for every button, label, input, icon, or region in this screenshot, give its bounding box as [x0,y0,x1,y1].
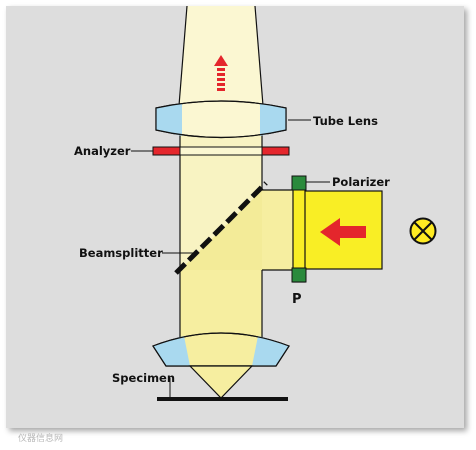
watermark-text: 仪器信息网 [18,432,63,444]
dashed-up-arrow-icon [214,55,228,91]
beamsplitter-label: Beamsplitter [79,246,163,260]
tube-lens-label: Tube Lens [313,114,378,128]
analyzer-label: Analyzer [74,144,131,158]
polarizer-top-cap [291,175,307,191]
left-arrow-icon [320,218,366,246]
polarizer-p-label: P [292,292,302,307]
tube-lens [155,100,287,139]
horizontal-beam [262,190,296,270]
polarizer-label: Polarizer [332,175,390,189]
polarizer-bottom-cap [291,267,307,283]
lamp-x-circle-icon [409,217,437,245]
objective-lens [152,332,290,367]
focus-cone [188,365,254,399]
analyzer-plate [152,146,290,156]
beamsplitter-mirror [174,181,268,275]
specimen-label: Specimen [112,371,175,385]
polarizer-plate [292,177,306,283]
